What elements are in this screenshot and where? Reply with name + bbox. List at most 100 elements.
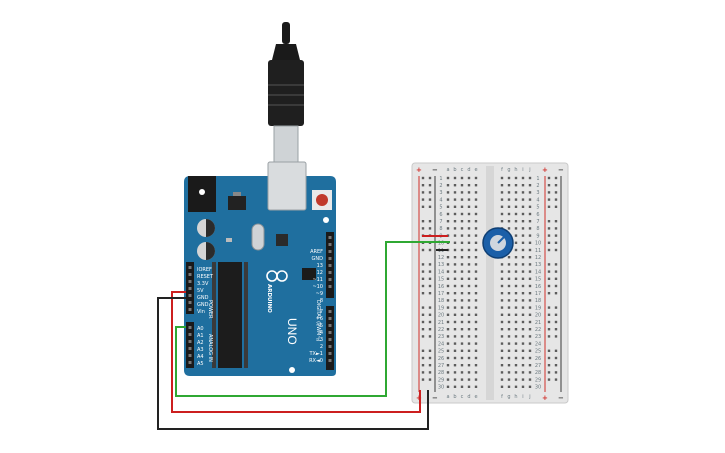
breadboard-hole[interactable] <box>514 191 518 194</box>
breadboard-hole[interactable] <box>521 320 525 324</box>
breadboard-hole[interactable] <box>514 284 518 288</box>
rail-hole[interactable] <box>554 306 558 309</box>
breadboard-hole[interactable] <box>446 284 450 288</box>
breadboard-hole[interactable] <box>500 328 504 331</box>
rail-hole[interactable] <box>547 284 551 288</box>
breadboard-hole[interactable] <box>467 306 471 309</box>
header-pin[interactable] <box>188 354 192 357</box>
rail-hole[interactable] <box>547 263 551 266</box>
breadboard-hole[interactable] <box>528 277 532 280</box>
breadboard-hole[interactable] <box>474 313 478 316</box>
breadboard-hole[interactable] <box>446 184 450 187</box>
breadboard-hole[interactable] <box>521 385 525 388</box>
breadboard-hole[interactable] <box>507 378 511 381</box>
breadboard-hole[interactable] <box>500 212 504 216</box>
breadboard-hole[interactable] <box>467 191 471 194</box>
breadboard-hole[interactable] <box>528 270 532 273</box>
rail-hole[interactable] <box>554 356 558 360</box>
breadboard-hole[interactable] <box>474 234 478 237</box>
header-pin[interactable] <box>188 308 192 311</box>
breadboard-hole[interactable] <box>528 299 532 302</box>
rail-hole[interactable] <box>554 241 558 244</box>
breadboard-hole[interactable] <box>514 349 518 352</box>
header-pin[interactable] <box>188 280 192 283</box>
breadboard-hole[interactable] <box>528 349 532 352</box>
breadboard-hole[interactable] <box>467 176 471 180</box>
breadboard-hole[interactable] <box>514 248 518 252</box>
breadboard-hole[interactable] <box>446 277 450 280</box>
breadboard-hole[interactable] <box>521 292 525 295</box>
breadboard-hole[interactable] <box>446 371 450 374</box>
breadboard-hole[interactable] <box>528 335 532 338</box>
breadboard-hole[interactable] <box>453 335 457 338</box>
rail-hole[interactable] <box>428 320 432 324</box>
breadboard-hole[interactable] <box>446 313 450 316</box>
breadboard-hole[interactable] <box>521 256 525 259</box>
breadboard-hole[interactable] <box>500 378 504 381</box>
breadboard-hole[interactable] <box>453 220 457 223</box>
breadboard-hole[interactable] <box>514 328 518 331</box>
breadboard-hole[interactable] <box>507 263 511 266</box>
breadboard-hole[interactable] <box>474 198 478 201</box>
rail-hole[interactable] <box>554 364 558 367</box>
rail-hole[interactable] <box>428 284 432 288</box>
breadboard-hole[interactable] <box>514 320 518 324</box>
breadboard-hole[interactable] <box>528 313 532 316</box>
breadboard-hole[interactable] <box>474 248 478 252</box>
breadboard-hole[interactable] <box>521 378 525 381</box>
breadboard-hole[interactable] <box>507 335 511 338</box>
breadboard-hole[interactable] <box>528 356 532 360</box>
rail-hole[interactable] <box>428 227 432 230</box>
breadboard-hole[interactable] <box>446 191 450 194</box>
breadboard-hole[interactable] <box>514 342 518 345</box>
rail-hole[interactable] <box>428 364 432 367</box>
breadboard-hole[interactable] <box>514 364 518 367</box>
breadboard-hole[interactable] <box>460 248 464 252</box>
breadboard-hole[interactable] <box>460 191 464 194</box>
breadboard-hole[interactable] <box>453 241 457 244</box>
breadboard-hole[interactable] <box>528 198 532 201</box>
rail-hole[interactable] <box>428 176 432 180</box>
breadboard-hole[interactable] <box>467 342 471 345</box>
rail-hole[interactable] <box>554 284 558 288</box>
breadboard-hole[interactable] <box>446 342 450 345</box>
breadboard-hole[interactable] <box>500 320 504 324</box>
breadboard-hole[interactable] <box>514 256 518 259</box>
breadboard-hole[interactable] <box>467 371 471 374</box>
breadboard-hole[interactable] <box>474 263 478 266</box>
breadboard-hole[interactable] <box>528 292 532 295</box>
breadboard-hole[interactable] <box>514 205 518 208</box>
breadboard-hole[interactable] <box>528 385 532 388</box>
rail-hole[interactable] <box>547 378 551 381</box>
breadboard-hole[interactable] <box>446 306 450 309</box>
breadboard-hole[interactable] <box>521 220 525 223</box>
header-pin[interactable] <box>188 301 192 304</box>
breadboard-hole[interactable] <box>467 227 471 230</box>
rail-hole[interactable] <box>421 356 425 360</box>
rail-hole[interactable] <box>554 328 558 331</box>
breadboard-hole[interactable] <box>514 184 518 187</box>
header-pin[interactable] <box>328 359 332 362</box>
breadboard-hole[interactable] <box>460 364 464 367</box>
rail-hole[interactable] <box>547 335 551 338</box>
rail-hole[interactable] <box>421 364 425 367</box>
rail-hole[interactable] <box>554 205 558 208</box>
breadboard-hole[interactable] <box>474 385 478 388</box>
breadboard-hole[interactable] <box>528 205 532 208</box>
breadboard-hole[interactable] <box>500 284 504 288</box>
breadboard-hole[interactable] <box>474 284 478 288</box>
breadboard-hole[interactable] <box>453 328 457 331</box>
rail-hole[interactable] <box>421 270 425 273</box>
header-pin[interactable] <box>328 243 332 246</box>
breadboard-hole[interactable] <box>528 328 532 331</box>
breadboard-hole[interactable] <box>453 364 457 367</box>
breadboard-hole[interactable] <box>467 248 471 252</box>
breadboard-hole[interactable] <box>474 335 478 338</box>
breadboard-hole[interactable] <box>446 385 450 388</box>
rail-hole[interactable] <box>421 220 425 223</box>
rail-hole[interactable] <box>428 313 432 316</box>
breadboard-hole[interactable] <box>507 342 511 345</box>
header-pin[interactable] <box>188 287 192 290</box>
breadboard-hole[interactable] <box>453 270 457 273</box>
